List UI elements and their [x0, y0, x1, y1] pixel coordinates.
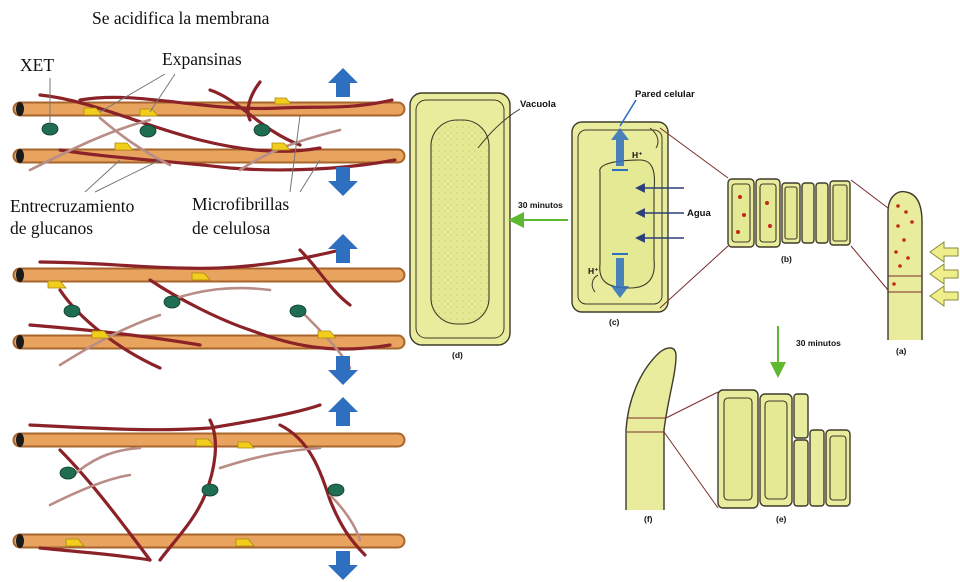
entrecruzamiento-label: Entrecruzamiento [10, 196, 135, 216]
right-panel: Vacuola (d) 30 minutos H⁺ H⁺ Agua Pared … [410, 89, 958, 524]
xet-enzyme [202, 484, 218, 496]
xet-enzyme [60, 467, 76, 479]
expansin [275, 98, 291, 104]
label-leader-lines [50, 74, 320, 192]
glucan-chain [220, 448, 320, 468]
cell-row-b: (b) [728, 179, 850, 264]
root-a-body [888, 192, 922, 340]
cell-e-4 [794, 394, 808, 438]
h-plus-bottom-label: H⁺ [588, 266, 599, 276]
xet-label: XET [20, 55, 54, 75]
expansion-down-arrow-icon [328, 356, 358, 385]
xet-enzyme [254, 124, 270, 136]
panel-title: Se acidifica la membrana [92, 8, 270, 28]
root-f: (f) [626, 348, 676, 524]
cell-row-e: (e) [718, 390, 850, 524]
expansion-up-arrow-icon [328, 397, 358, 426]
glucan-chain [30, 405, 320, 430]
pared-celular-label: Pared celular [635, 89, 695, 100]
xet-enzyme [328, 484, 344, 496]
glucan-chain [40, 548, 150, 560]
glucanos-label: de glucanos [10, 218, 93, 238]
minutos-left-label: 30 minutos [518, 200, 563, 210]
cell-d: Vacuola (d) [410, 93, 557, 360]
left-panel: Se acidifica la membrana [10, 8, 398, 580]
xet-enzyme [64, 305, 80, 317]
expansin [318, 331, 336, 338]
panel-d-letter: (d) [452, 350, 463, 360]
vacuola-label: Vacuola [520, 99, 557, 110]
panel-e-letter: (e) [776, 514, 787, 524]
left-arrow-icon [930, 242, 958, 262]
glucan-chain [40, 250, 340, 268]
panel-b-letter: (b) [781, 254, 792, 264]
cell-e-3 [794, 440, 808, 506]
cell-b-5 [816, 183, 828, 243]
glucan-chain [50, 475, 130, 505]
glucan-chain [170, 288, 270, 300]
expansion-down-arrow-icon [328, 551, 358, 580]
expansin [272, 143, 290, 150]
celulosa-label: de celulosa [192, 218, 270, 238]
agua-label: Agua [687, 208, 711, 219]
minutos-down-label: 30 minutos [796, 338, 841, 348]
root-f-body [626, 348, 676, 510]
h-plus-top-label: H⁺ [632, 150, 643, 160]
microfibrillas-label: Microfibrillas [192, 194, 289, 214]
left-arrow-icon [930, 264, 958, 284]
wall-block-3 [16, 397, 398, 580]
panel-f-letter: (f) [644, 514, 653, 524]
glucan-chain [330, 495, 360, 540]
expansion-up-arrow-icon [328, 68, 358, 97]
panel-a-letter: (a) [896, 346, 907, 356]
expansion-up-arrow-icon [328, 234, 358, 263]
root-a: (a) [888, 192, 922, 356]
expansion-down-arrow-icon [328, 167, 358, 196]
xet-enzyme [290, 305, 306, 317]
light-arrows [930, 242, 958, 306]
cell-e-5 [810, 430, 824, 506]
panel-c-letter: (c) [609, 317, 620, 327]
wall-block-2 [16, 234, 398, 385]
wall-block-1 [16, 68, 398, 196]
xet-enzyme [42, 123, 58, 135]
cell-c: H⁺ H⁺ Agua Pared celular (c) [572, 89, 711, 327]
expansin [115, 143, 133, 150]
expansinas-label: Expansinas [162, 49, 242, 69]
xet-enzyme [140, 125, 156, 137]
vacuole-c [600, 160, 655, 288]
xet-enzyme [164, 296, 180, 308]
cell-b-4 [802, 183, 814, 243]
left-arrow-icon [930, 286, 958, 306]
